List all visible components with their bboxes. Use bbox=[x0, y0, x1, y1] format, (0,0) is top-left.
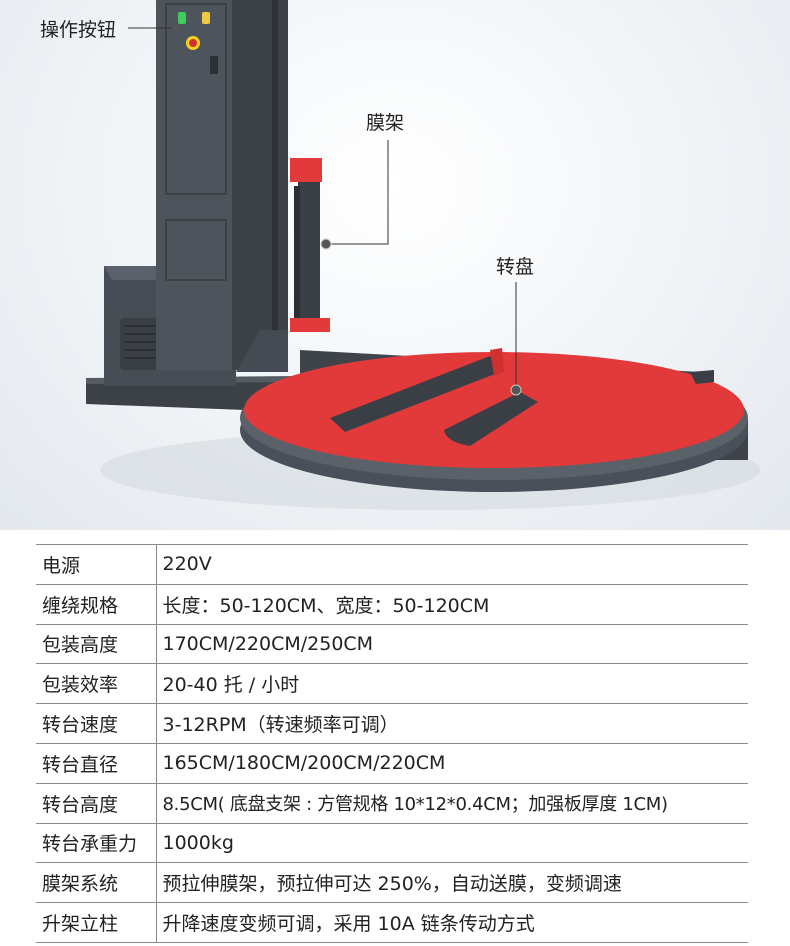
callout-buttons: 操作按钮 bbox=[40, 19, 117, 41]
spec-value: 长度：50-120CM、宽度：50-120CM bbox=[156, 583, 748, 625]
spec-label: 缠绕规格 bbox=[36, 583, 157, 625]
table-row: 膜架系统 预拉伸膜架，预拉伸可达 250%，自动送膜，变频调速 bbox=[36, 862, 748, 904]
spec-value: 170CM/220CM/250CM bbox=[156, 623, 748, 665]
spec-label: 膜架系统 bbox=[36, 862, 157, 904]
table-row: 电源 220V bbox=[36, 544, 748, 585]
spec-label: 包装高度 bbox=[36, 623, 157, 665]
spec-value: 升降速度变频可调，采用 10A 链条传动方式 bbox=[156, 902, 748, 943]
spec-value: 8.5CM( 底盘支架 : 方管规格 10*12*0.4CM；加强板厚度 1CM… bbox=[156, 782, 748, 824]
table-row: 升架立柱 升降速度变频可调，采用 10A 链条传动方式 bbox=[36, 902, 748, 943]
spec-value: 220V bbox=[156, 544, 748, 585]
wrapping-machine-illustration bbox=[86, 0, 760, 510]
table-row: 包装效率 20-40 托 / 小时 bbox=[36, 663, 748, 705]
spec-label: 转台速度 bbox=[36, 703, 157, 744]
spec-label: 电源 bbox=[36, 544, 157, 585]
spec-label: 升架立柱 bbox=[36, 902, 157, 943]
spec-value: 165CM/180CM/200CM/220CM bbox=[156, 742, 748, 784]
spec-value: 预拉伸膜架，预拉伸可达 250%，自动送膜，变频调速 bbox=[156, 862, 748, 904]
spec-label: 转台承重力 bbox=[36, 822, 157, 864]
spec-value: 1000kg bbox=[156, 822, 748, 864]
table-row: 缠绕规格 长度：50-120CM、宽度：50-120CM bbox=[36, 583, 748, 625]
spec-label: 包装效率 bbox=[36, 663, 157, 705]
table-row: 转台速度 3-12RPM（转速频率可调） bbox=[36, 703, 748, 744]
callout-film-frame: 膜架 bbox=[366, 112, 405, 134]
table-row: 转台承重力 1000kg bbox=[36, 822, 748, 864]
spec-table: 电源 220V 缠绕规格 长度：50-120CM、宽度：50-120CM 包装高… bbox=[36, 544, 748, 943]
spec-label: 转台高度 bbox=[36, 782, 157, 824]
table-row: 转台直径 165CM/180CM/200CM/220CM bbox=[36, 742, 748, 784]
spec-label: 转台直径 bbox=[36, 742, 157, 784]
callout-turntable: 转盘 bbox=[496, 256, 535, 278]
spec-value: 20-40 托 / 小时 bbox=[156, 663, 748, 705]
product-image: 操作按钮 膜架 转盘 bbox=[0, 0, 790, 530]
table-row: 转台高度 8.5CM( 底盘支架 : 方管规格 10*12*0.4CM；加强板厚… bbox=[36, 782, 748, 824]
spec-value: 3-12RPM（转速频率可调） bbox=[156, 703, 748, 744]
table-row: 包装高度 170CM/220CM/250CM bbox=[36, 623, 748, 665]
